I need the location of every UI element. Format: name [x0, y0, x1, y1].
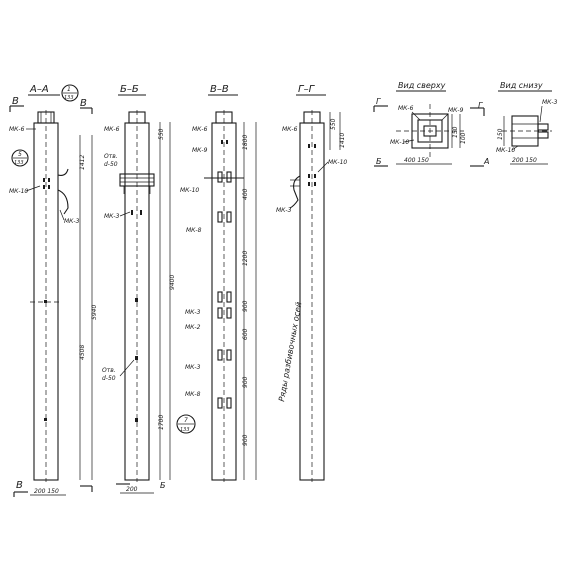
svg-text:МК-10: МК-10	[9, 188, 28, 195]
svg-text:В–В: В–В	[210, 84, 229, 95]
svg-text:МК-8: МК-8	[185, 391, 201, 398]
svg-text:Вид снизу: Вид снизу	[500, 81, 543, 90]
svg-text:МК-6: МК-6	[282, 126, 298, 133]
svg-text:133: 133	[180, 427, 190, 433]
side-view: Вид снизу МК-3 МК-10 150 200 150	[496, 81, 558, 165]
svg-text:А: А	[483, 157, 489, 166]
svg-text:100: 100	[460, 132, 467, 144]
svg-text:550: 550	[158, 128, 165, 140]
svg-text:1410: 1410	[339, 133, 346, 148]
svg-text:МК-3: МК-3	[104, 213, 120, 220]
section-aa-title: А–А	[29, 84, 49, 95]
svg-text:МК-6: МК-6	[398, 105, 414, 112]
svg-text:900: 900	[242, 376, 249, 388]
svg-text:МК-9: МК-9	[192, 147, 208, 154]
callout-5-circle	[11, 149, 29, 167]
console-bb	[119, 173, 155, 187]
svg-text:1412: 1412	[79, 155, 86, 170]
section-gg: Г–Г МК-6 МК-10 МК-3 550 1410 Ряды разбив…	[276, 84, 347, 482]
svg-text:МК-8: МК-8	[186, 227, 202, 234]
svg-text:600: 600	[242, 328, 249, 340]
svg-text:200: 200	[126, 486, 138, 493]
svg-text:4508: 4508	[79, 345, 86, 360]
svg-text:МК-2: МК-2	[185, 324, 201, 331]
svg-text:400: 400	[242, 188, 249, 200]
svg-text:400 150: 400 150	[404, 157, 429, 164]
top-view: Вид сверху Г Г МК-6 МК-9 МК-10 150 100 Б…	[373, 81, 489, 167]
svg-text:МК-3: МК-3	[64, 218, 80, 225]
svg-text:Г: Г	[376, 97, 381, 106]
svg-text:Отв.: Отв.	[104, 153, 118, 160]
svg-text:1800: 1800	[242, 135, 249, 150]
svg-text:Вид сверху: Вид сверху	[398, 81, 446, 90]
svg-text:d-50: d-50	[104, 161, 118, 168]
svg-text:133: 133	[14, 160, 24, 166]
svg-text:Отв.: Отв.	[102, 367, 116, 374]
svg-text:550: 550	[330, 118, 337, 130]
svg-text:1200: 1200	[242, 251, 249, 266]
svg-text:МК-10: МК-10	[180, 187, 199, 194]
svg-text:150: 150	[452, 126, 459, 138]
svg-text:В: В	[12, 96, 19, 107]
section-bb: Б–Б МК-6 Отв. d-50 МК-3 Отв. d-50 550 94…	[102, 84, 176, 494]
svg-text:133: 133	[64, 95, 74, 101]
svg-text:7: 7	[184, 417, 188, 424]
svg-text:МК-10: МК-10	[390, 139, 409, 146]
svg-text:МК-9: МК-9	[448, 107, 464, 114]
svg-text:Г–Г: Г–Г	[298, 84, 316, 95]
svg-text:9400: 9400	[169, 275, 176, 290]
svg-text:Б–Б: Б–Б	[120, 84, 139, 95]
section-aa: А–А 1 133 В В МК-6 5 133	[9, 84, 98, 497]
svg-text:1700: 1700	[158, 415, 165, 430]
svg-text:МК-6: МК-6	[104, 126, 120, 133]
svg-text:Б: Б	[376, 157, 382, 166]
callout-7-circle	[176, 414, 196, 434]
svg-text:d-50: d-50	[102, 375, 116, 382]
svg-text:МК-3: МК-3	[542, 99, 558, 106]
ref-callout-circle	[61, 84, 79, 102]
svg-text:150: 150	[497, 128, 504, 140]
svg-text:МК-3: МК-3	[276, 207, 292, 214]
svg-text:Б: Б	[160, 481, 166, 490]
svg-text:Г: Г	[478, 101, 483, 110]
svg-text:МК-6: МК-6	[192, 126, 208, 133]
svg-text:5: 5	[18, 151, 22, 158]
svg-text:МК-3: МК-3	[185, 309, 201, 316]
svg-text:200 150: 200 150	[34, 488, 59, 495]
svg-text:МК-6: МК-6	[9, 126, 25, 133]
svg-text:1: 1	[67, 86, 71, 93]
svg-text:5940: 5940	[91, 305, 98, 320]
svg-text:200 150: 200 150	[512, 157, 537, 164]
svg-text:В: В	[16, 480, 23, 491]
svg-text:МК-3: МК-3	[185, 364, 201, 371]
section-vv: В–В МК-6 МК-9 МК-10 МК-8 МК-3 МК-2 МК-3 …	[176, 84, 257, 482]
svg-text:МК-10: МК-10	[328, 159, 347, 166]
svg-text:900: 900	[242, 434, 249, 446]
svg-text:В: В	[80, 98, 87, 109]
svg-text:900: 900	[242, 300, 249, 312]
svg-text:МК-10: МК-10	[496, 147, 515, 154]
